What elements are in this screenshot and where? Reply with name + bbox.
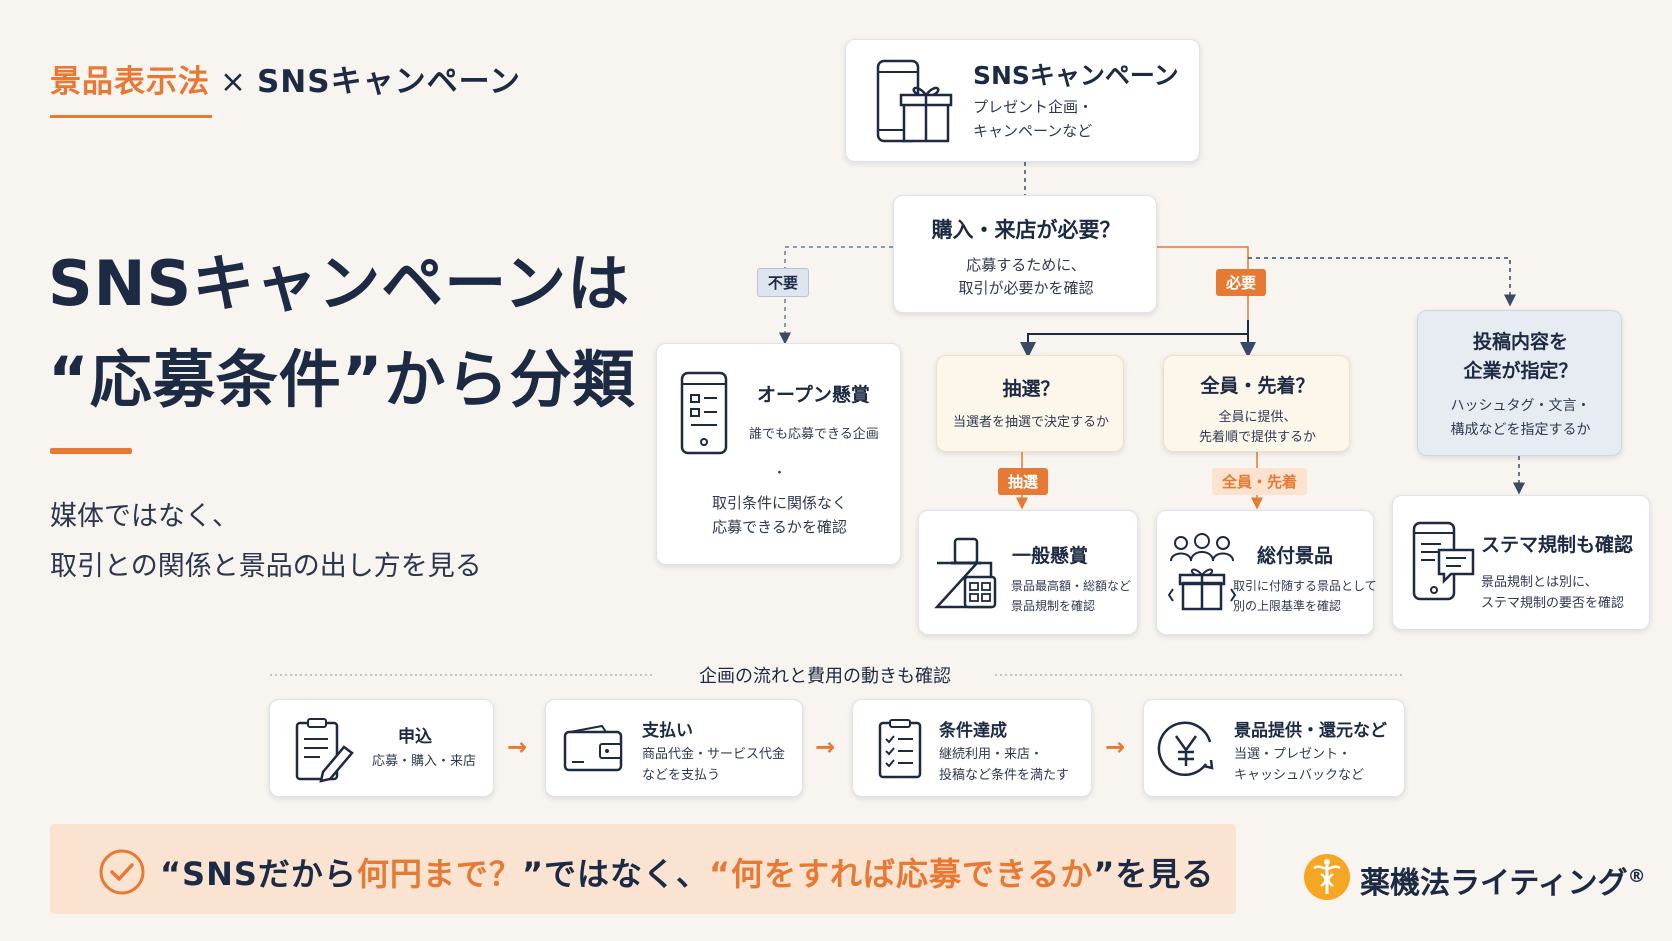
brand-name: 薬機法ライティング® [1360, 858, 1646, 902]
lottery-question-card: 抽選？ 当選者を抽選で決定するか [936, 355, 1124, 452]
lead-line1: 媒体ではなく、 [50, 501, 239, 532]
general-lottery-title: 一般懸賞 [1012, 545, 1089, 567]
open-lottery-card: オープン懸賞 誰でも応募できる企画 ・ 取引条件に関係なく 応募できるかを確認 [656, 343, 901, 565]
sns-campaign-card: SNSキャンペーン プレゼント企画・ キャンペーンなど [845, 39, 1200, 162]
purchase-question-sub2: 取引が必要かを確認 [958, 279, 1094, 297]
stema-sub1: 景品規制とは別に、 [1481, 575, 1598, 590]
flow-step-pay-title: 支払い [642, 721, 693, 741]
brand-mark: ® [1627, 866, 1646, 887]
purchase-question-title: 購入・来店が必要？ [931, 218, 1121, 242]
flow-step-pay: 支払い 商品代金・サービス代金 などを支払う [545, 699, 803, 797]
kicker-cross: × [220, 64, 247, 100]
post-question-title2: 企業が指定？ [1463, 360, 1578, 382]
kicker-sns: SNSキャンペーン [256, 64, 522, 100]
sns-campaign-title: SNSキャンペーン [973, 61, 1179, 90]
flow-step-condition-sub2: 投稿など条件を満たす [939, 768, 1070, 783]
post-question-sub1: ハッシュタグ・文言・ [1450, 398, 1591, 414]
bottom-message: “SNSだから何円まで？”ではなく、“何をすれば応募できるか”を見る [160, 849, 1214, 895]
flow-arrow-3: → [1105, 733, 1126, 761]
tag-all-first: 全員・先着 [1212, 468, 1308, 495]
brand-text: 薬機法ライティング [1360, 866, 1628, 901]
flow-step-apply-sub: 応募・購入・来店 [372, 754, 477, 769]
allfirst-question-card: 全員・先着？ 全員に提供、 先着順で提供するか [1163, 355, 1350, 452]
lead-line2: 取引との関係と景品の出し方を見る [50, 551, 482, 582]
allfirst-question-title: 全員・先着？ [1200, 375, 1315, 397]
sotsuke-title: 総付景品 [1257, 545, 1334, 567]
general-lottery-card: 一般懸賞 景品最高額・総額など 景品規制を確認 [918, 510, 1138, 635]
check-circle-icon [99, 849, 145, 895]
post-question-sub2: 構成などを指定するか [1450, 422, 1591, 438]
allfirst-question-sub1: 全員に提供、 [1218, 410, 1297, 425]
tag-lottery: 抽選 [998, 468, 1049, 495]
bottom-q5: ”を見る [1093, 855, 1215, 893]
flow-step-condition-title: 条件達成 [939, 721, 1007, 741]
open-lottery-bullet: ・ [772, 466, 786, 481]
sotsuke-sub2: 別の上限基準を確認 [1233, 599, 1342, 613]
bottom-q4: “何をすれば応募できるか [708, 855, 1094, 893]
flow-step-reward-sub2: キャッシュバックなど [1234, 768, 1365, 783]
general-lottery-sub2: 景品規制を確認 [1011, 599, 1096, 613]
purchase-question-sub1: 応募するために、 [966, 256, 1086, 274]
phone-gift-icon [876, 59, 953, 143]
flow-step-reward-sub1: 当選・プレゼント・ [1234, 747, 1352, 762]
flow-step-pay-sub2: などを支払う [642, 768, 721, 783]
open-lottery-note1: 取引条件に関係なく [711, 494, 847, 512]
lottery-box-icon [934, 537, 997, 609]
flow-arrow-2: → [815, 733, 836, 761]
page-title-line2: “応募条件”から分類 [48, 343, 636, 416]
sotsuke-card: 総付景品 取引に付随する景品として 別の上限基準を確認 [1156, 510, 1377, 635]
general-lottery-sub1: 景品最高額・総額など [1011, 579, 1132, 593]
tag-needed: 必要 [1216, 269, 1267, 296]
lead-text: 媒体ではなく、 取引との関係と景品の出し方を見る [50, 492, 482, 592]
post-content-question-card: 投稿内容を 企業が指定？ ハッシュタグ・文言・ 構成などを指定するか [1417, 310, 1622, 456]
flow-step-reward-title: 景品提供・還元など [1234, 721, 1387, 741]
purchase-question-card: 購入・来店が必要？ 応募するために、 取引が必要かを確認 [893, 195, 1157, 313]
open-lottery-sub: 誰でも応募できる企画 [749, 427, 879, 442]
flow-step-apply: 申込 応募・購入・来店 [269, 699, 494, 797]
people-gift-icon [1167, 533, 1237, 611]
checklist-icon [878, 719, 922, 779]
bottom-q2: 何円まで？ [356, 855, 522, 893]
phone-chat-icon [1412, 521, 1475, 601]
title-accent-line [50, 448, 132, 454]
flow-step-reward: 景品提供・還元など 当選・プレゼント・ キャッシュバックなど [1143, 699, 1405, 797]
flow-label: 企画の流れと費用の動きも確認 [699, 666, 951, 687]
sotsuke-sub1: 取引に付随する景品として [1233, 579, 1377, 593]
stema-card: ステマ規制も確認 景品規制とは別に、 ステマ規制の要否を確認 [1392, 495, 1650, 630]
wallet-icon [563, 724, 623, 772]
kicker-law: 景品表示法 [50, 64, 210, 100]
phone-form-icon [680, 371, 728, 455]
sns-campaign-sub2: キャンペーンなど [973, 122, 1093, 140]
stema-sub2: ステマ規制の要否を確認 [1481, 596, 1625, 611]
flow-step-condition: 条件達成 継続利用・来店・ 投稿など条件を満たす [852, 699, 1092, 797]
bottom-banner [50, 824, 1236, 914]
flow-arrow-1: → [507, 733, 528, 761]
page-title: SNSキャンペーンは “応募条件”から分類 [48, 236, 636, 428]
kicker: 景品表示法 ×SNSキャンペーン [50, 56, 521, 101]
lottery-question-title: 抽選？ [1002, 378, 1060, 400]
caduceus-icon [1304, 854, 1350, 900]
flow-step-apply-title: 申込 [398, 727, 432, 747]
tag-unneeded: 不要 [757, 268, 810, 297]
yen-cycle-icon [1157, 721, 1214, 777]
sns-campaign-sub1: プレゼント企画・ [973, 98, 1094, 116]
open-lottery-note2: 応募できるかを確認 [712, 518, 847, 536]
clipboard-pen-icon [295, 718, 354, 783]
flow-step-pay-sub1: 商品代金・サービス代金 [642, 747, 786, 762]
stema-title: ステマ規制も確認 [1481, 534, 1634, 556]
post-question-title1: 投稿内容を [1472, 331, 1568, 353]
open-lottery-title: オープン懸賞 [757, 384, 870, 406]
allfirst-question-sub2: 先着順で提供するか [1198, 430, 1316, 445]
bottom-q1: “SNSだから [160, 855, 357, 893]
lottery-question-sub: 当選者を抽選で決定するか [952, 415, 1109, 430]
flow-step-condition-sub1: 継続利用・来店・ [939, 747, 1044, 762]
bottom-q3: ”ではなく、 [521, 855, 709, 893]
kicker-underline [50, 115, 212, 118]
page-title-line1: SNSキャンペーンは [48, 247, 631, 320]
